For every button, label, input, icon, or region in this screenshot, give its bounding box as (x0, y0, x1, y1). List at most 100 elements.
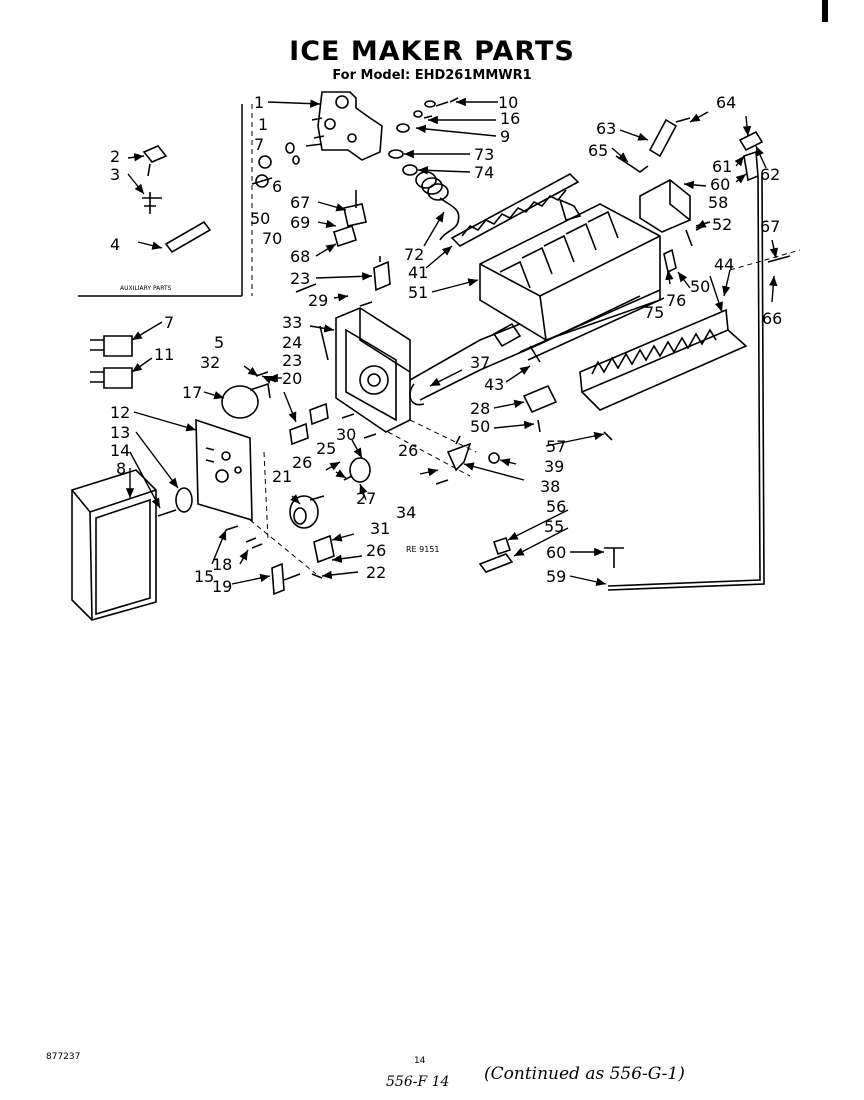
clip-fitting-part (343, 203, 367, 227)
callout-39: 39 (544, 457, 564, 476)
callout-37: 37 (470, 353, 490, 372)
callout-19: 19 (212, 577, 232, 596)
callout-58: 58 (708, 193, 728, 212)
callout-31: 31 (370, 519, 390, 538)
shutoff-arm-part (446, 435, 472, 472)
grommet-part (738, 130, 764, 152)
water-valve-part (305, 91, 383, 161)
callout-72: 72 (404, 245, 424, 264)
callout-65: 65 (588, 141, 608, 160)
callout-63: 63 (596, 119, 616, 138)
callout-23: 23 (290, 269, 310, 288)
callout-26: 26 (292, 453, 312, 472)
callout-3: 3 (110, 165, 120, 184)
auxiliary-parts-inset (78, 104, 243, 297)
callout-34: 34 (396, 503, 416, 522)
callout-69: 69 (290, 213, 310, 232)
part-number-callouts: 1 1 2 3 4 5 6 7 7 8 9 10 11 12 13 14 15 … (110, 93, 782, 596)
terminal-part (90, 335, 133, 357)
callout-50: 50 (690, 277, 710, 296)
page-number: 14 (414, 1056, 426, 1066)
handwritten-continuation-note: (Continued as 556-G-1) (484, 1064, 685, 1084)
connector-part (373, 256, 391, 292)
callout-62: 62 (760, 165, 780, 184)
timing-gear-part (289, 495, 325, 529)
motor-coupler-part (639, 179, 691, 233)
callout-66: 66 (762, 309, 782, 328)
callout-27: 27 (356, 489, 376, 508)
document-number: 877237 (46, 1052, 81, 1062)
handwritten-page-ref: 556-F 14 (386, 1074, 450, 1090)
callout-74: 74 (474, 163, 494, 182)
callout-17: 17 (182, 383, 202, 402)
callout-1: 1 (254, 93, 264, 112)
callout-68: 68 (290, 247, 310, 266)
mounting-plate-part (195, 418, 253, 522)
shaft-part (648, 118, 678, 158)
nut-part (488, 452, 500, 464)
callout-55: 55 (544, 517, 564, 536)
callout-18: 18 (212, 555, 232, 574)
callout-1: 1 (258, 115, 268, 134)
callout-7: 7 (164, 313, 174, 332)
heater-part (409, 295, 641, 401)
callout-28: 28 (470, 399, 490, 418)
callout-51: 51 (408, 283, 428, 302)
support-part (313, 534, 335, 564)
callout-20: 20 (282, 369, 302, 388)
callout-75: 75 (644, 303, 664, 322)
bracket-plate-part (271, 562, 285, 596)
callout-4: 4 (110, 235, 120, 254)
front-cover-part (71, 469, 157, 621)
callout-67: 67 (290, 193, 310, 212)
switch-part (289, 422, 309, 446)
callout-59: 59 (546, 567, 566, 586)
cam-part (349, 457, 371, 483)
callout-10: 10 (498, 93, 518, 112)
callout-56: 56 (546, 497, 566, 516)
callout-24: 24 (282, 333, 302, 352)
model-subtitle: For Model: EHD261MMWR1 (332, 68, 532, 83)
thermostat-shaft-part (519, 289, 665, 363)
callout-38: 38 (540, 477, 560, 496)
callout-16: 16 (500, 109, 520, 128)
callout-6: 6 (272, 177, 282, 196)
fill-tube-part (607, 175, 761, 587)
callout-13: 13 (110, 423, 130, 442)
callout-73: 73 (474, 145, 494, 164)
callout-50: 50 (250, 209, 270, 228)
auxiliary-parts-label: AUXILIARY PARTS (120, 285, 172, 292)
corner-mark (822, 0, 828, 22)
callout-76: 76 (666, 291, 686, 310)
callout-26: 26 (366, 541, 386, 560)
callout-8: 8 (116, 459, 126, 478)
callout-60: 60 (710, 175, 730, 194)
callout-15: 15 (194, 567, 214, 586)
stripper-part (579, 308, 748, 411)
inlet-tube-part (415, 171, 460, 241)
callout-12: 12 (110, 403, 130, 422)
pin-part (164, 220, 212, 254)
callout-23: 23 (282, 351, 302, 370)
callout-11: 11 (154, 345, 174, 364)
callout-70: 70 (262, 229, 282, 248)
fastener-part (604, 547, 624, 568)
callout-21: 21 (272, 467, 292, 486)
callout-44: 44 (714, 255, 734, 274)
wire-connector-part (478, 553, 514, 573)
callout-67: 67 (760, 217, 780, 236)
gear-part (175, 487, 193, 513)
callout-22: 22 (366, 563, 386, 582)
callout-41: 41 (408, 263, 428, 282)
callout-52: 52 (712, 215, 732, 234)
motor-part (221, 385, 259, 419)
washer-part (396, 123, 410, 133)
fill-cup-part (450, 173, 580, 247)
callout-43: 43 (484, 375, 504, 394)
callout-14: 14 (110, 441, 130, 460)
callout-5: 5 (214, 333, 224, 352)
callout-9: 9 (500, 127, 510, 146)
callout-26: 26 (398, 441, 418, 460)
callout-64: 64 (716, 93, 736, 112)
